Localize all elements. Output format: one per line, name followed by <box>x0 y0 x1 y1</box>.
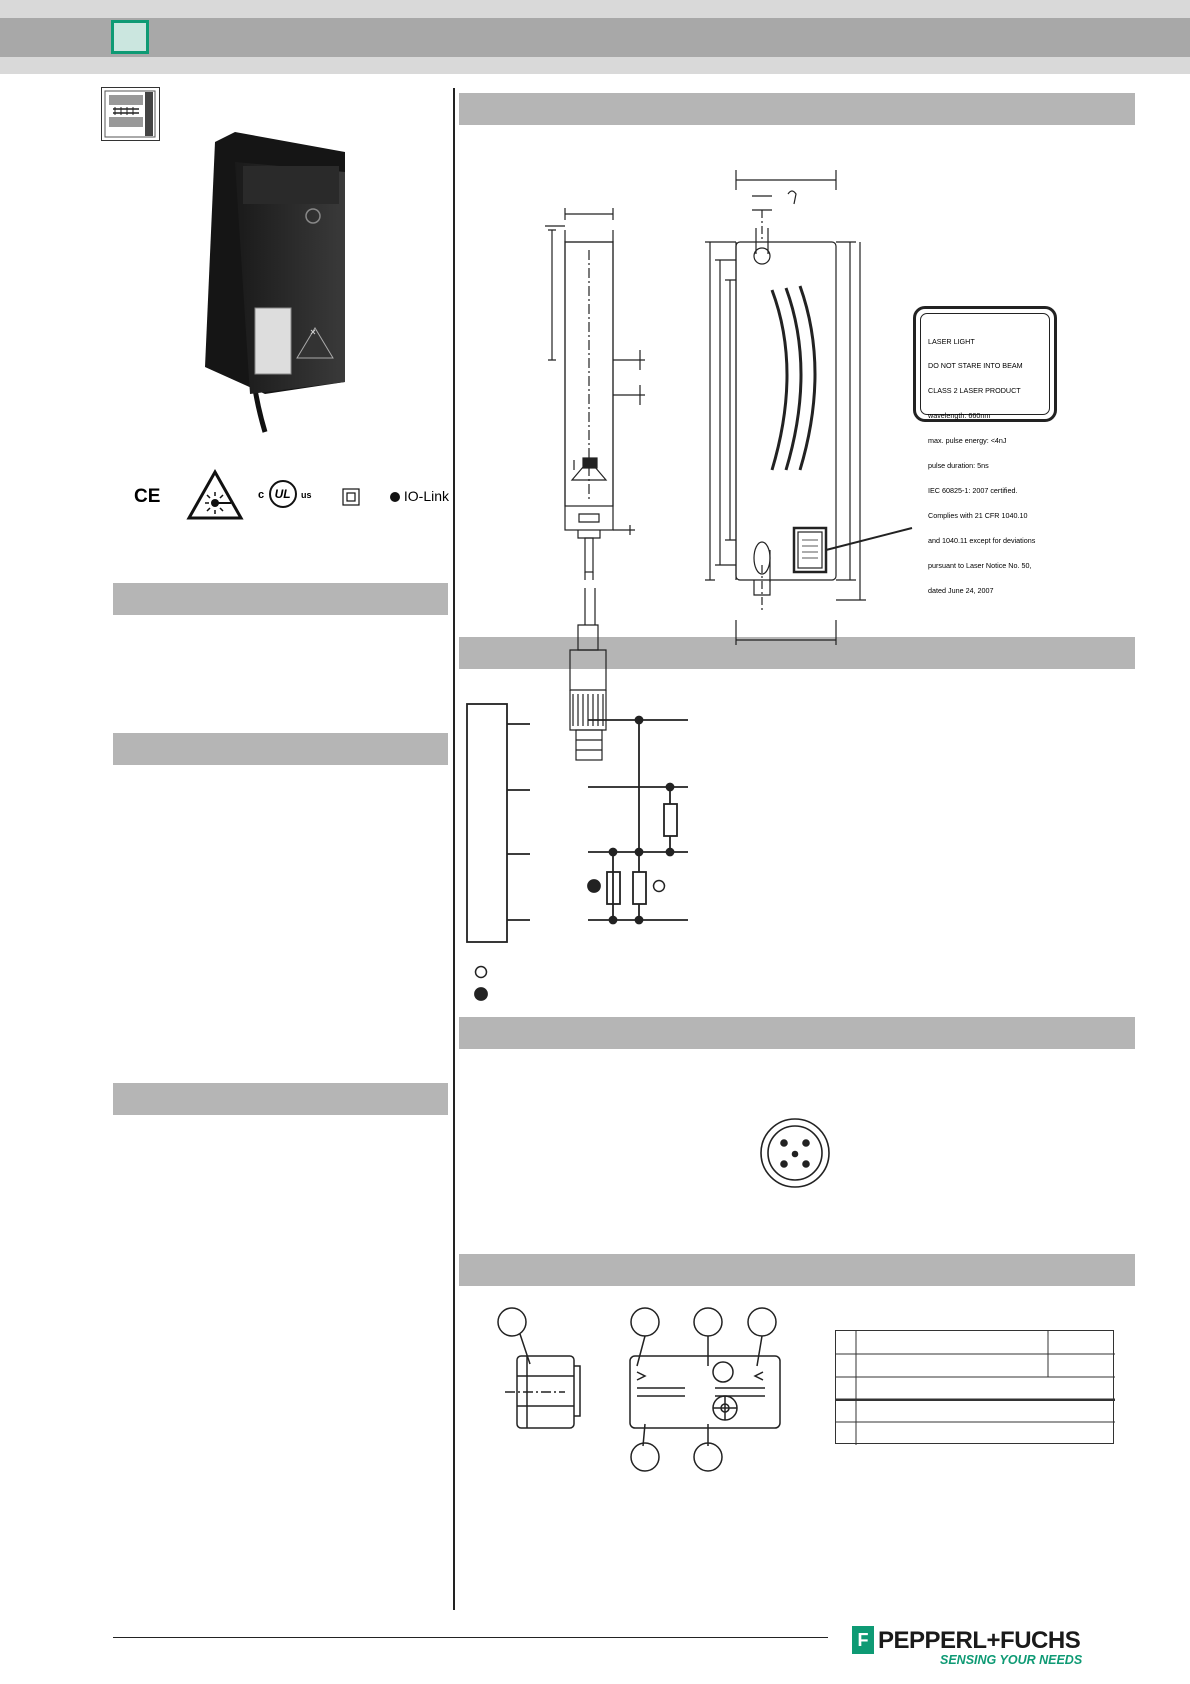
connection-section-bar <box>459 637 1135 669</box>
laser-label-line: pursuant to Laser Notice No. 50, <box>928 560 1032 570</box>
io-link-icon <box>390 492 400 502</box>
laser-label-text: LASER LIGHT DO NOT STARE INTO BEAM CLASS… <box>928 321 1035 611</box>
ul-mark: c UL us <box>258 480 312 508</box>
left-section-bar-1 <box>113 583 448 615</box>
brand-tagline: SENSING YOUR NEEDS <box>940 1653 1083 1667</box>
laser-label-line: wavelength: 660nm <box>928 411 991 421</box>
sensor-type-icon <box>101 87 160 141</box>
laser-label-line: DO NOT STARE INTO BEAM <box>928 361 1023 371</box>
dimension-drawing <box>545 170 913 761</box>
laser-label-line: max. pulse energy: <4nJ <box>928 436 1007 446</box>
laser-warning-icon <box>186 468 244 520</box>
left-section-bar-3 <box>113 1083 448 1115</box>
laser-label-line: and 1040.11 except for deviations <box>928 535 1036 545</box>
laser-warning-label: LASER LIGHT DO NOT STARE INTO BEAM CLASS… <box>913 306 1057 594</box>
dimensions-section-bar <box>459 93 1135 125</box>
led-indicator-table <box>835 1330 1115 1445</box>
indicators-section-bar <box>459 1254 1135 1286</box>
laser-label-line: Complies with 21 CFR 1040.10 <box>928 510 1028 520</box>
column-divider <box>453 88 455 1610</box>
double-insulation-icon <box>342 488 360 506</box>
ce-mark: CE <box>134 486 161 507</box>
io-link-label: IO-Link <box>403 488 450 504</box>
brand-name: PEPPERL+FUCHS <box>878 1627 1081 1654</box>
ul-c-label: c <box>258 489 265 501</box>
connector-pinout <box>760 1118 830 1188</box>
ul-us-label: us <box>301 490 312 500</box>
io-link-logo: IO-Link <box>390 488 449 504</box>
pepperl-fuchs-logo-icon: F <box>852 1626 874 1654</box>
left-section-bar-2 <box>113 733 448 765</box>
ul-circle: UL <box>268 480 297 508</box>
laser-label-border <box>920 313 1050 415</box>
laser-label-line: CLASS 2 LASER PRODUCT <box>928 386 1021 396</box>
electrical-connection-diagram <box>466 703 688 1001</box>
indicators-diagram <box>497 1307 781 1472</box>
header-bar <box>0 18 1190 57</box>
laser-label-line: pulse duration: 5ns <box>928 461 989 471</box>
table-grid <box>836 1331 1115 1445</box>
footer-rule <box>113 1637 828 1638</box>
laser-label-line: LASER LIGHT <box>928 336 975 346</box>
laser-label-line: IEC 60825-1: 2007 certified. <box>928 485 1018 495</box>
product-photo <box>205 132 345 433</box>
laser-label-line: dated June 24, 2007 <box>928 585 994 595</box>
product-category-marker <box>111 20 149 54</box>
assignment-section-bar <box>459 1017 1135 1049</box>
